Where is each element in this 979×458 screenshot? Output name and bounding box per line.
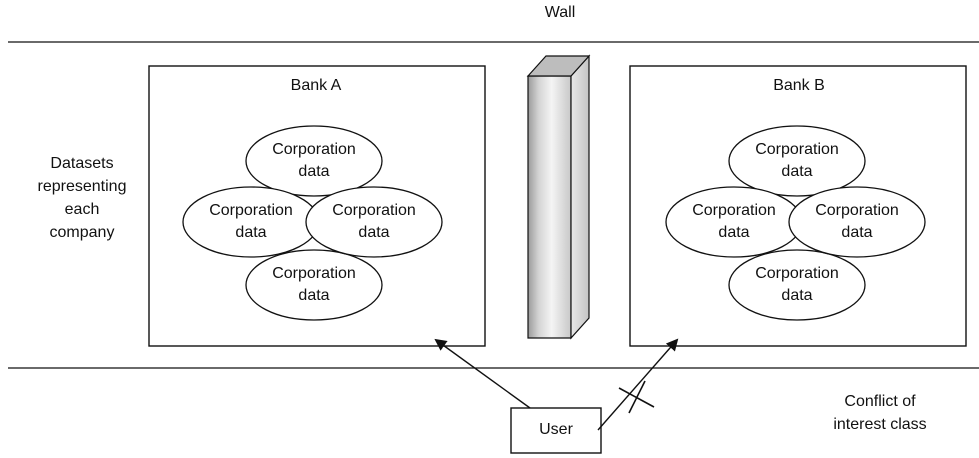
wall-front-face	[527, 75, 572, 339]
user-box	[510, 407, 602, 454]
bank-a-ellipse-right	[305, 186, 443, 258]
bank-b-dataset-left: Corporation data	[664, 200, 804, 244]
bank-a-title: Bank A	[290, 77, 342, 94]
bank-a-dataset-bottom: Corporation data	[244, 263, 384, 307]
dataset-line-1: Corporation	[272, 265, 356, 282]
dataset-line-1: Corporation	[692, 202, 776, 219]
conflict-label-line-2: interest class	[833, 416, 927, 433]
bank-b-ellipse-bottom	[728, 249, 866, 321]
bank-b-dataset-top: Corporation data	[727, 139, 867, 183]
dataset-line-2: data	[298, 163, 330, 180]
dataset-line-2: data	[718, 224, 750, 241]
user-label: User	[539, 421, 573, 438]
bank-a-dataset-right: Corporation data	[304, 200, 444, 244]
bank-b-title: Bank B	[773, 77, 825, 94]
wall-label: Wall	[544, 4, 576, 21]
dataset-line-1: Corporation	[332, 202, 416, 219]
dataset-line-2: data	[298, 287, 330, 304]
dataset-line-1: Corporation	[815, 202, 899, 219]
conflict-label-line-1: Conflict of	[844, 393, 916, 410]
bank-b-dataset-right: Corporation data	[787, 200, 927, 244]
bank-b-dataset-bottom: Corporation data	[727, 263, 867, 307]
dataset-line-2: data	[781, 287, 813, 304]
datasets-label-line-3: each	[64, 201, 100, 218]
datasets-label-line-2: representing	[37, 178, 127, 195]
bank-a-dataset-left: Corporation data	[181, 200, 321, 244]
bank-a-ellipse-bottom	[245, 249, 383, 321]
datasets-label-line-4: company	[49, 224, 115, 241]
bank-b-ellipse-right	[788, 186, 926, 258]
dataset-line-1: Corporation	[755, 265, 839, 282]
wall-side-face	[570, 54, 590, 340]
wall-top-face	[526, 55, 591, 77]
arrow-user-to-bank-a	[434, 338, 531, 409]
dataset-line-1: Corporation	[755, 141, 839, 158]
dataset-line-2: data	[235, 224, 267, 241]
bank-a-ellipse-top	[245, 125, 383, 197]
datasets-label: Datasets representing each company	[12, 152, 152, 244]
bank-b-ellipse-top	[728, 125, 866, 197]
blocked-access-x-icon	[618, 380, 655, 414]
datasets-label-line-1: Datasets	[50, 155, 114, 172]
dataset-line-2: data	[781, 163, 813, 180]
dataset-line-1: Corporation	[272, 141, 356, 158]
wall-column	[526, 54, 591, 340]
dataset-line-2: data	[841, 224, 873, 241]
dataset-line-1: Corporation	[209, 202, 293, 219]
dataset-line-2: data	[358, 224, 390, 241]
arrow-user-to-bank-b	[597, 338, 679, 431]
bank-a-dataset-top: Corporation data	[244, 139, 384, 183]
conflict-of-interest-label: Conflict of interest class	[810, 390, 950, 436]
